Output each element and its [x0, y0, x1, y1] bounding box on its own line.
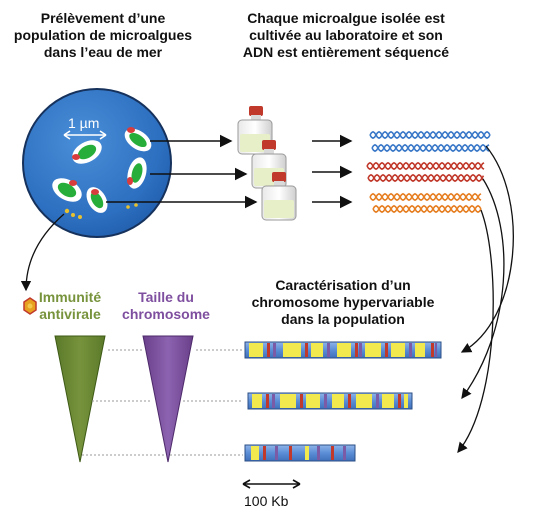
chromosome-band	[385, 343, 388, 357]
chromosome-band	[343, 446, 346, 460]
algae-cell	[86, 187, 108, 213]
chromosome-band	[324, 394, 327, 408]
chromosome-band	[283, 343, 301, 357]
chromosome-band	[376, 394, 379, 408]
antiviral-label-line2: antivirale	[39, 306, 101, 322]
chromosome-band	[332, 394, 344, 408]
chromosome-band	[391, 343, 405, 357]
antiviral-immunity-cone	[54, 335, 106, 463]
micrometer-scale-label: 1 µm	[68, 115, 99, 131]
chromosomes	[244, 341, 442, 462]
characterization-label-line2: chromosome hypervariable	[251, 294, 435, 310]
dna-helix-red	[367, 173, 485, 183]
antiviral-label: Immunité antivirale	[30, 289, 110, 323]
chromosome-band	[272, 394, 275, 408]
chromosome-band	[382, 394, 394, 408]
chromosome-band	[249, 343, 263, 357]
chromosome-band	[306, 394, 320, 408]
chromosome-band	[356, 394, 372, 408]
dna-helix-blue	[369, 130, 491, 140]
chromosome-band	[275, 446, 278, 460]
chromosome-band	[365, 343, 381, 357]
chromosome-1	[244, 341, 442, 359]
scale-bar-label: 100 Kb	[244, 493, 289, 509]
chromosome-band	[273, 343, 276, 357]
culture-label-line2: cultivée au laboratoire et son	[249, 27, 443, 43]
algae-cell	[127, 157, 147, 189]
algae-cell	[72, 140, 102, 164]
sampling-label-line1: Prélèvement d’une	[40, 10, 166, 26]
algae-cell	[52, 178, 82, 202]
chromosome-band	[435, 343, 437, 357]
dna-helix-red	[366, 161, 485, 171]
dna-helices	[366, 130, 491, 214]
algae-cell	[124, 127, 152, 152]
chromosome-band	[348, 394, 351, 408]
chromosome-band	[305, 343, 308, 357]
characterization-label-line1: Caractérisation d’un	[275, 277, 411, 293]
dna-helix-blue	[371, 143, 490, 153]
chromosome-band	[263, 446, 266, 460]
chromosome-band	[355, 343, 358, 357]
characterization-label-line3: dans la population	[281, 311, 405, 327]
antiviral-label-line1: Immunité	[38, 289, 102, 305]
chromosome-band	[409, 343, 412, 357]
chromosome-3	[244, 444, 356, 462]
chromosome-band	[359, 343, 362, 357]
chromosome-band	[252, 394, 262, 408]
chromosome-size-label-line2: chromosome	[122, 306, 210, 322]
sampling-label-line2: population de microalgues	[13, 27, 193, 43]
chromosome-band	[280, 394, 296, 408]
characterization-label: Caractérisation d’un chromosome hypervar…	[248, 277, 438, 328]
chromosome-band	[327, 343, 330, 357]
culture-label-line1: Chaque microalgue isolée est	[247, 10, 445, 26]
chromosome-band	[311, 343, 323, 357]
chromosome-band	[398, 394, 401, 408]
virus-icon	[23, 297, 37, 315]
chromosome-band	[337, 343, 351, 357]
chromosome-size-label-line1: Taille du	[138, 289, 194, 305]
chromosome-band	[289, 446, 292, 460]
sampling-label-line3: dans l’eau de mer	[43, 44, 163, 60]
chromosome-band	[300, 394, 303, 408]
chromosome-band	[267, 343, 270, 357]
dna-helix-orange	[372, 204, 482, 214]
chromosome-band	[331, 446, 334, 460]
chromosome-band	[251, 446, 259, 460]
chromosome-band	[317, 446, 320, 460]
chromosome-band	[305, 446, 309, 460]
chromosome-size-cone	[142, 335, 194, 463]
seawater-sample-circle	[22, 88, 172, 238]
dna-to-chromosome-arrow-1	[460, 145, 514, 353]
chromosome-2	[247, 392, 413, 410]
dna-to-chromosome-arrow-3	[457, 209, 494, 454]
dna-to-chromosome-arrow-2	[461, 178, 505, 400]
chromosome-size-label: Taille du chromosome	[116, 289, 216, 323]
culture-bottle	[261, 172, 297, 221]
chromosome-band	[431, 343, 434, 357]
sampling-label: Prélèvement d’une population de microalg…	[8, 10, 198, 61]
chromosome-band	[415, 343, 425, 357]
chromosome-band	[404, 394, 408, 408]
chromosome-band	[266, 394, 269, 408]
dna-helix-orange	[369, 192, 482, 202]
sample-to-immunity-arrow	[20, 213, 65, 292]
culture-label: Chaque microalgue isolée est cultivée au…	[228, 10, 464, 61]
culture-label-line3: ADN est entièrement séquencé	[242, 44, 450, 60]
